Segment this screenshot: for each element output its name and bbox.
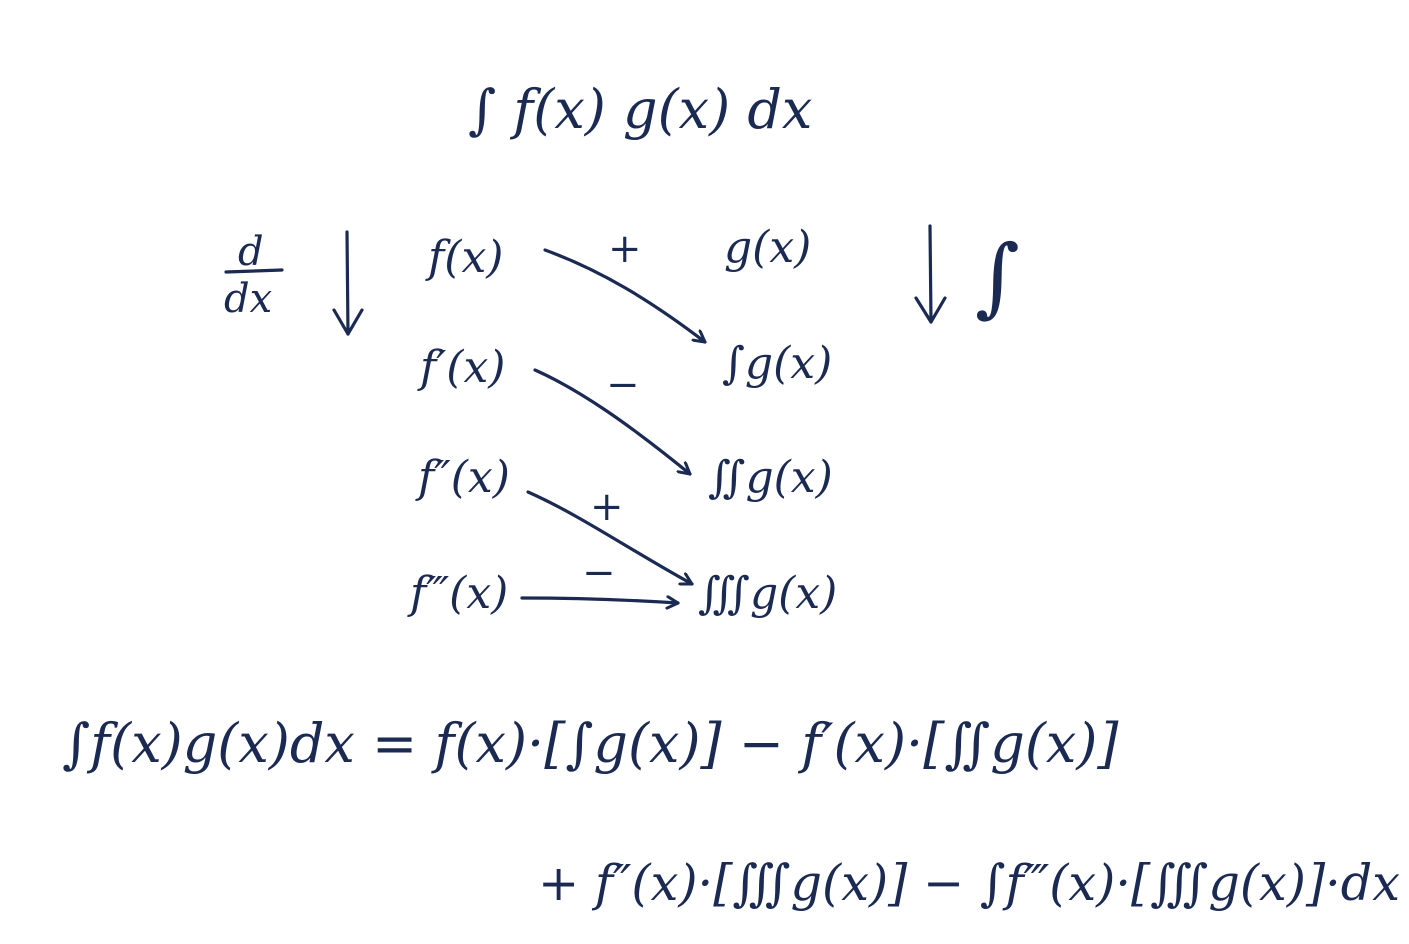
ddx-fraction-bar (224, 268, 284, 274)
left-column-f2: f″(x) (415, 452, 510, 503)
integral-sign-icon: ∫ (975, 227, 1020, 327)
ddx-numerator: d (238, 229, 264, 275)
arrow-f3-to-g3 (520, 598, 680, 603)
left-column-f3: f‴(x) (407, 568, 508, 619)
sign-1: − (606, 362, 640, 408)
ddx-denominator: dx (224, 276, 272, 322)
sign-3: − (582, 550, 616, 596)
right-down-arrow (914, 224, 947, 324)
left-down-arrow (332, 230, 364, 336)
formula-line-1: ∫f(x)g(x)dx = f(x)·[∫g(x)] − f′(x)·[∬g(x… (62, 712, 1119, 775)
right-column-g2: ∬g(x) (708, 452, 833, 503)
right-column-g0: g(x) (724, 222, 811, 273)
left-column-f0: f(x) (425, 232, 503, 283)
right-column-g1: ∫g(x) (722, 338, 832, 389)
sign-2: + (590, 484, 624, 530)
arrow-f0-to-g1 (543, 248, 707, 344)
formula-line-2: + f″(x)·[∭g(x)] − ∫f‴(x)·[∭g(x)]·dx (538, 854, 1400, 912)
right-column-g3: ∭g(x) (698, 568, 837, 619)
arrow-f2-to-g3 (526, 490, 694, 586)
arrow-f1-to-g2 (533, 368, 692, 476)
left-column-f1: f′(x) (417, 342, 505, 393)
sign-0: + (608, 226, 642, 272)
top-integral: ∫ f(x) g(x) dx (468, 78, 812, 141)
